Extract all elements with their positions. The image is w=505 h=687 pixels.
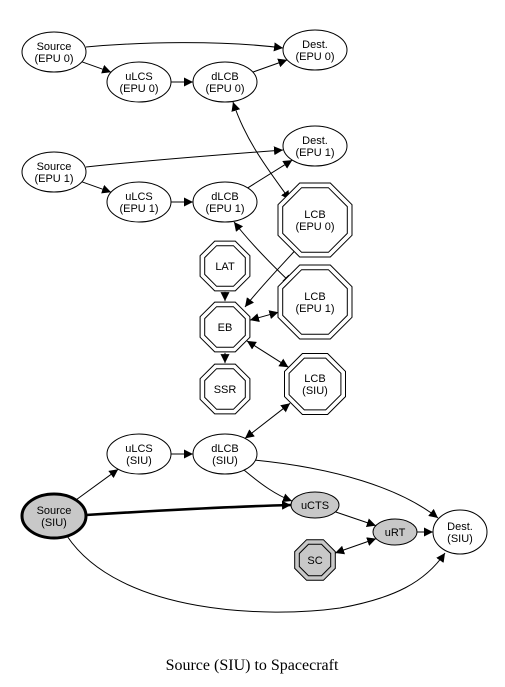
edge-dlcb-epu0-to-lcb-epu0	[231, 101, 291, 201]
node-dest-epu0[interactable]: Dest.(EPU 0)	[282, 29, 348, 71]
edge-eb-to-lcb-siu	[246, 340, 289, 368]
node-lcb-siu[interactable]: LCB(SIU)	[284, 353, 346, 415]
node-label: LAT	[215, 261, 235, 273]
edge-src-epu1-to-ulcs-epu1	[81, 181, 112, 194]
node-label: Source	[37, 41, 72, 53]
node-label: (EPU 0)	[205, 83, 244, 95]
node-label: (SIU)	[302, 385, 328, 397]
node-dest-epu1[interactable]: Dest.(EPU 1)	[282, 125, 348, 167]
node-label: LCB	[304, 209, 325, 221]
edge-eb-to-lcb-epu1	[249, 310, 279, 323]
node-label: SSR	[214, 384, 237, 396]
edge-src-siu-to-ucts	[85, 500, 292, 517]
node-label: Dest.	[302, 39, 328, 51]
node-lcb-epu1[interactable]: LCB(EPU 1)	[277, 264, 353, 340]
edge-src-epu0-to-ulcs-epu0	[81, 61, 112, 74]
edge-src-epu0-to-dest-epu0	[85, 42, 284, 52]
node-dlcb-epu0[interactable]: dLCB(EPU 0)	[192, 61, 258, 103]
node-lcb-epu0[interactable]: LCB(EPU 0)	[277, 182, 353, 258]
node-label: uLCS	[125, 191, 153, 203]
node-label: (EPU 0)	[295, 51, 334, 63]
node-label: (EPU 1)	[295, 147, 334, 159]
node-label: Source	[37, 505, 72, 517]
node-label: Source	[37, 161, 72, 173]
edge-dlcb-epu0-to-dest-epu0	[252, 58, 288, 73]
node-lat[interactable]: LAT	[199, 240, 251, 292]
edge-src-siu-to-ulcs-siu	[75, 468, 119, 501]
node-label: (SIU)	[41, 517, 67, 529]
node-label: dLCB	[211, 71, 239, 83]
diagram-caption: Source (SIU) to Spacecraft	[166, 657, 339, 674]
node-src-epu1[interactable]: Source(EPU 1)	[21, 151, 87, 193]
edge-dlcb-siu-to-lcb-siu	[244, 402, 291, 439]
node-label: uLCS	[125, 71, 153, 83]
edge-sc-to-urt	[334, 537, 377, 555]
node-label: (EPU 0)	[119, 83, 158, 95]
edge-ucts-to-urt	[335, 511, 377, 527]
node-label: (EPU 1)	[295, 303, 334, 315]
node-label: (EPU 1)	[34, 173, 73, 185]
node-label: dLCB	[211, 443, 239, 455]
edge-dlcb-epu1-to-dest-epu1	[247, 159, 293, 189]
node-src-siu[interactable]: Source(SIU)	[20, 492, 88, 540]
node-label: SC	[307, 555, 322, 567]
node-label: (EPU 0)	[34, 53, 73, 65]
node-urt[interactable]: uRT	[372, 518, 418, 546]
node-label: EB	[218, 322, 233, 334]
node-label: LCB	[304, 291, 325, 303]
edge-src-siu-to-dest-siu	[66, 535, 446, 613]
node-sc[interactable]: SC	[294, 539, 336, 581]
nodes: Source(EPU 0)uLCS(EPU 0)dLCB(EPU 0)Dest.…	[20, 29, 488, 581]
node-label: (SIU)	[126, 455, 152, 467]
edge-src-epu1-to-dest-epu1	[85, 146, 284, 168]
node-ssr[interactable]: SSR	[199, 363, 251, 415]
node-src-epu0[interactable]: Source(EPU 0)	[21, 31, 87, 73]
node-dlcb-siu[interactable]: dLCB(SIU)	[192, 433, 258, 475]
node-label: uLCS	[125, 443, 153, 455]
node-label: (SIU)	[447, 533, 473, 545]
node-label: (EPU 1)	[119, 203, 158, 215]
node-label: Dest.	[447, 521, 473, 533]
node-label: LCB	[304, 373, 325, 385]
node-label: uRT	[385, 527, 406, 539]
edge-dlcb-siu-to-dest-siu	[253, 459, 439, 519]
node-eb[interactable]: EB	[199, 301, 251, 353]
node-label: dLCB	[211, 191, 239, 203]
node-ulcs-epu1[interactable]: uLCS(EPU 1)	[106, 181, 172, 223]
node-dest-siu[interactable]: Dest.(SIU)	[432, 509, 488, 555]
edges	[66, 42, 446, 613]
node-ulcs-epu0[interactable]: uLCS(EPU 0)	[106, 61, 172, 103]
edge-dlcb-siu-to-ucts	[243, 469, 293, 503]
node-dlcb-epu1[interactable]: dLCB(EPU 1)	[192, 181, 258, 223]
node-ulcs-siu[interactable]: uLCS(SIU)	[106, 433, 172, 475]
node-label: (EPU 0)	[295, 221, 334, 233]
node-label: (SIU)	[212, 455, 238, 467]
node-ucts[interactable]: uCTS	[290, 491, 340, 519]
node-label: (EPU 1)	[205, 203, 244, 215]
node-label: Dest.	[302, 135, 328, 147]
node-label: uCTS	[301, 500, 329, 512]
